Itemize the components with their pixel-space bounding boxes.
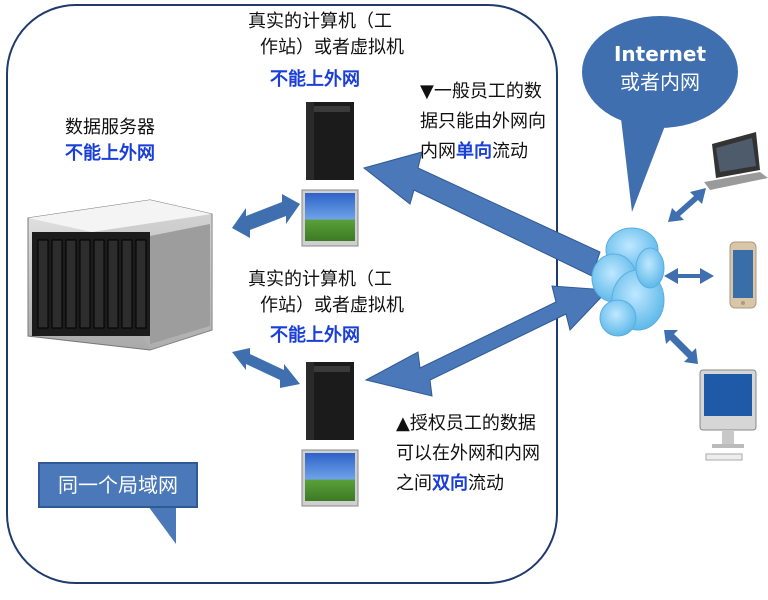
tower-pc-icon [306,102,354,180]
workstation-bottom-warning: 不能上外网 [270,325,360,346]
note-bottom-emphasis: 双向 [432,473,468,494]
data-server-label: 数据服务器 [65,117,155,138]
note-top-line2: 据只能由外网向 [420,111,546,132]
workstation-bottom-label-1: 真实的计算机（工 [248,269,392,290]
note-bottom-line3: 之间双向流动 [396,472,556,496]
workstation-top-label-2: 作站）或者虚拟机 [260,37,404,58]
monitor-icon [301,189,359,247]
device-link-arrows [664,188,714,364]
note-bottom-line1: ▲授权员工的数据 [396,413,536,434]
lan-label-tail [148,506,176,544]
note-top-line3: 内网单向流动 [420,140,560,164]
link-arrow-nas-bottom [232,348,300,388]
monitor-icon [301,449,359,507]
workstation-bottom-label-2: 作站）或者虚拟机 [260,295,404,316]
one-way-arrow [362,151,601,277]
internet-bubble-text: Internet 或者内网 [590,40,730,96]
note-top-emphasis: 单向 [456,141,492,162]
note-top-line1: ▼一般员工的数 [420,81,542,102]
note-bottom-line2: 可以在外网和内网 [396,443,540,464]
link-arrow-nas-top [232,194,300,238]
note-bottom-line3-pre: 之间 [396,473,432,494]
nas-server-icon [27,199,213,351]
note-top-line3-post: 流动 [492,141,528,162]
phone-icon [729,241,757,309]
desktop-icon [699,369,757,461]
internet-subtitle: 或者内网 [620,70,700,94]
laptop-icon [704,132,768,190]
note-bottom-line3-post: 流动 [468,473,504,494]
workstation-top-warning: 不能上外网 [270,69,360,90]
workstation-top-label-1: 真实的计算机（工 [248,11,392,32]
internet-title: Internet [613,42,707,66]
tower-pc-icon [306,362,354,440]
note-top-line3-pre: 内网 [420,141,456,162]
lan-label: 同一个局域网 [38,462,198,508]
data-server-warning: 不能上外网 [65,143,155,164]
cloud-icon [591,227,665,337]
internet-bubble [582,16,738,212]
